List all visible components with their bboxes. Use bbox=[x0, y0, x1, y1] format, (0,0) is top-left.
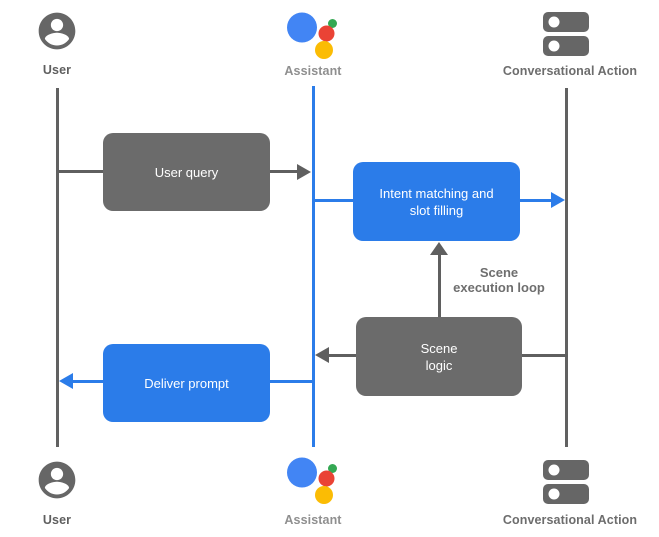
server-icon bbox=[542, 460, 590, 511]
deliver-to-user-line bbox=[73, 380, 103, 383]
action-bottom-label: Conversational Action bbox=[502, 513, 638, 527]
scene-execution-loop-line1: Scene bbox=[479, 265, 519, 280]
assistant-lifeline bbox=[312, 86, 315, 447]
scene-loop-line bbox=[438, 254, 441, 317]
arrowhead-up-icon bbox=[430, 242, 448, 255]
user-bottom-label: User bbox=[42, 513, 72, 527]
action-to-scene-line bbox=[522, 354, 568, 357]
assistant-top-label: Assistant bbox=[284, 64, 342, 78]
assistant-to-deliver-line bbox=[270, 380, 312, 383]
user-query-label: User query bbox=[154, 164, 219, 180]
google-assistant-icon bbox=[286, 456, 338, 509]
action-lifeline bbox=[565, 88, 568, 447]
deliver-prompt-box: Deliver prompt bbox=[103, 344, 270, 422]
scene-to-assistant-line bbox=[329, 354, 356, 357]
user-lifeline bbox=[56, 88, 59, 447]
arrowhead-right-icon bbox=[297, 164, 311, 180]
scene-logic-line2: logic bbox=[425, 357, 453, 373]
user-to-query-line bbox=[58, 170, 103, 173]
person-circle-icon bbox=[35, 9, 79, 58]
scene-logic-box: Scene logic bbox=[356, 317, 522, 396]
intent-matching-box: Intent matching and slot filling bbox=[353, 162, 520, 241]
query-to-assistant-line bbox=[270, 170, 298, 173]
server-icon bbox=[542, 12, 590, 63]
scene-logic-line1: Scene bbox=[420, 340, 458, 356]
google-assistant-icon bbox=[286, 11, 338, 64]
deliver-prompt-label: Deliver prompt bbox=[144, 375, 229, 391]
user-top-label: User bbox=[42, 63, 72, 77]
intent-to-action-line bbox=[520, 199, 551, 202]
intent-matching-label: Intent matching and slot filling bbox=[379, 185, 494, 218]
arrowhead-right-icon bbox=[551, 192, 565, 208]
arrowhead-left-icon bbox=[59, 373, 73, 389]
person-circle-icon bbox=[35, 458, 79, 507]
assistant-to-intent-line bbox=[315, 199, 353, 202]
assistant-bottom-label: Assistant bbox=[284, 513, 342, 527]
action-top-label: Conversational Action bbox=[502, 64, 638, 78]
scene-execution-loop-line2: execution loop bbox=[453, 280, 545, 295]
arrowhead-left-icon bbox=[315, 347, 329, 363]
scene-execution-loop-label: Scene execution loop bbox=[429, 265, 569, 295]
user-query-box: User query bbox=[103, 133, 270, 211]
